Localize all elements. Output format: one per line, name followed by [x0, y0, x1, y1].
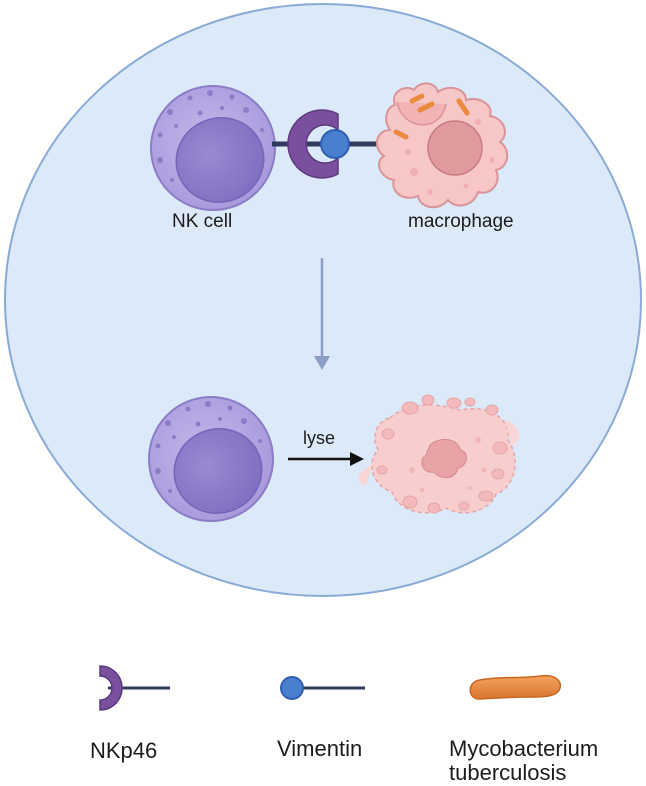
nkp46-receptor [287, 109, 339, 179]
lysed-macrophage [358, 394, 520, 514]
nk-cell-label: NK cell [172, 211, 233, 232]
macrophage-top [375, 82, 509, 209]
legend-mycobacterium-label-line2: tuberculosis [449, 760, 567, 785]
macrophage-label: macrophage [408, 211, 514, 232]
nk-cell-top [150, 85, 276, 211]
nk-cell-bottom [148, 396, 274, 522]
legend-mycobacterium-symbol [469, 674, 562, 700]
legend-mycobacterium-label-line1: Mycobacterium [449, 736, 599, 761]
legend-vimentin-symbol [280, 676, 365, 700]
lyse-arrow [288, 452, 364, 466]
legend-nkp46-label: NKp46 [90, 738, 158, 763]
vimentin-ligand [320, 129, 350, 159]
legend-vimentin-label: Vimentin [277, 736, 363, 761]
transition-arrow [314, 258, 330, 370]
macrophage-nucleus [427, 120, 483, 176]
lyse-label: lyse [303, 428, 336, 448]
nk-cell-nucleus [175, 117, 265, 203]
legend-nkp46-symbol [99, 665, 170, 711]
